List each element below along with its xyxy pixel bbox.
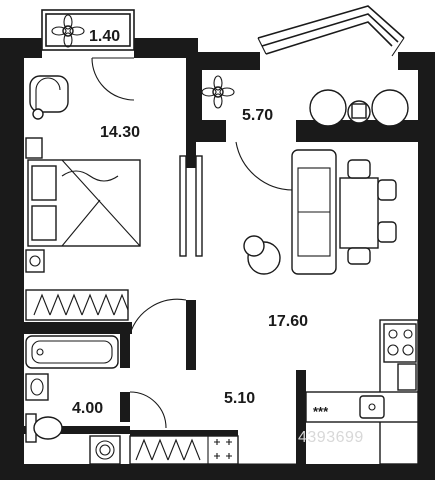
top-wall-middle <box>134 38 196 58</box>
stove-marks: *** <box>313 404 329 419</box>
hallway-closet <box>129 435 239 465</box>
watermark: 4393699 <box>298 429 364 446</box>
bathroom-fixtures <box>25 335 121 465</box>
left-wall <box>0 38 24 480</box>
right-wall <box>418 52 435 480</box>
living-kitchen-area-label: 17.60 <box>268 313 308 330</box>
loggia-window <box>257 5 405 57</box>
loggia-furniture <box>309 89 409 127</box>
hallway-area-label: 5.10 <box>224 390 255 407</box>
balcony-plant-icon <box>51 14 85 48</box>
loggia-plant-icon <box>201 75 235 109</box>
shelf-marks <box>214 439 232 459</box>
loggia-area-label: 5.70 <box>242 107 273 124</box>
balcony-frame <box>41 9 135 51</box>
bedroom-area-label: 14.30 <box>100 124 140 141</box>
bathroom-area-label: 4.00 <box>72 400 103 417</box>
kitchen <box>305 319 419 465</box>
balcony-area-label: 1.40 <box>89 28 120 45</box>
bedroom-furniture <box>25 75 203 321</box>
outer-walls <box>0 38 435 480</box>
loggia-top-wall <box>196 52 260 70</box>
bottom-wall <box>0 464 435 480</box>
top-wall-block <box>186 38 198 142</box>
top-wall-left <box>0 38 42 58</box>
living-furniture <box>243 149 397 275</box>
doors <box>91 57 296 465</box>
